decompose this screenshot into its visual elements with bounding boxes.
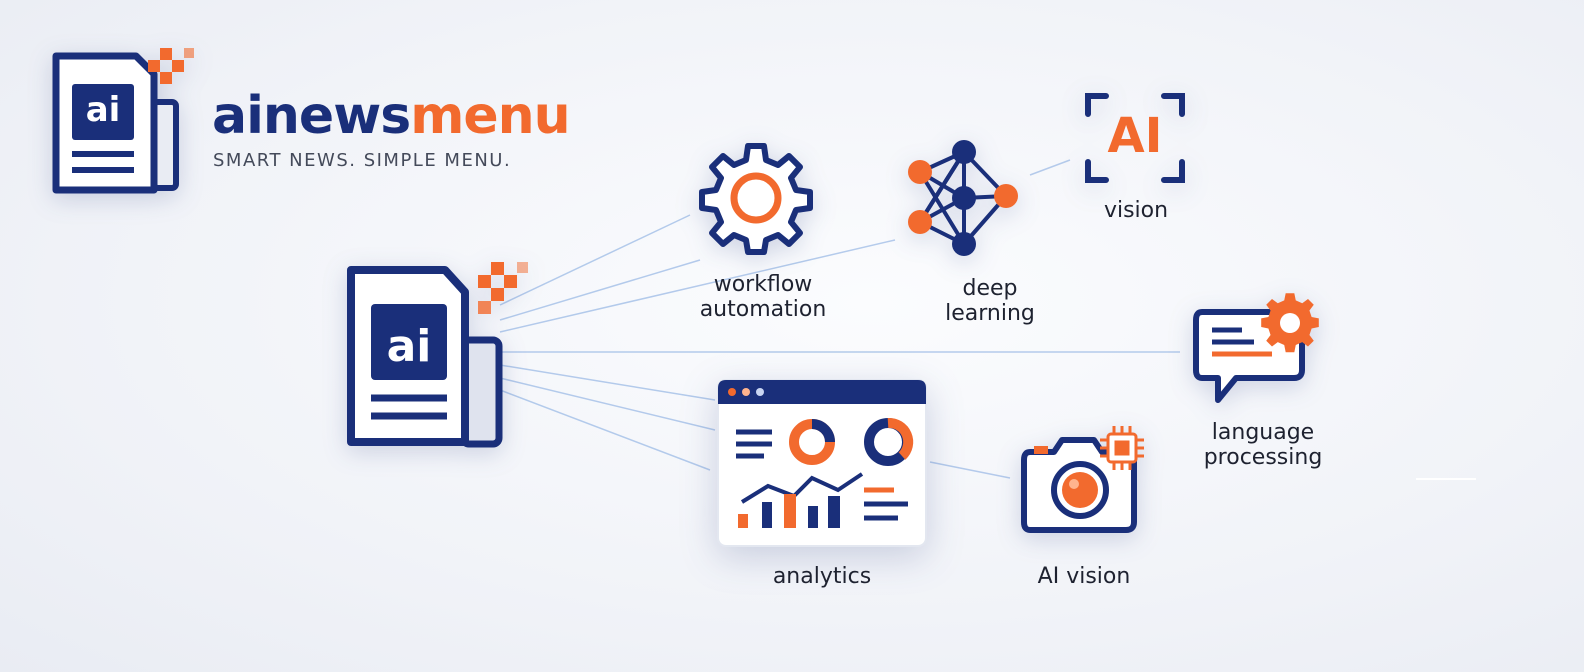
brand-tagline: SMART NEWS. SIMPLE MENU.	[213, 150, 512, 171]
hub-logo-icon	[345, 262, 535, 448]
language-label-text: language processing	[1203, 420, 1323, 470]
vision-frame-icon	[1084, 90, 1186, 186]
brand-name: ainewsmenu	[212, 84, 571, 148]
brand-logo-text: ai	[85, 90, 121, 130]
workflow-automation-label: workflow automation	[683, 272, 843, 322]
gear-icon	[699, 142, 813, 255]
hub-logo-text: ai	[386, 321, 432, 372]
ai-vision-label: AI vision	[1037, 564, 1131, 589]
brand-name-primary: ainews	[212, 86, 411, 146]
analytics-label: analytics	[772, 564, 872, 589]
analytics-dashboard-icon	[716, 378, 928, 548]
neural-network-icon	[902, 136, 1026, 260]
brand-name-accent: menu	[410, 86, 570, 146]
camera-chip-icon	[1020, 422, 1156, 534]
vision-badge: AI	[1107, 108, 1163, 164]
vision-label: vision	[1103, 198, 1169, 223]
brand-logo-icon	[50, 48, 200, 198]
chat-bubble-gear-icon	[1192, 290, 1322, 410]
workflow-label-text: workflow automation	[699, 272, 827, 322]
divider	[1416, 478, 1476, 480]
deep-learning-label: deep learning	[915, 276, 1065, 326]
deep-learning-label-text: deep learning	[945, 276, 1035, 326]
language-processing-label: language processing	[1183, 420, 1343, 470]
